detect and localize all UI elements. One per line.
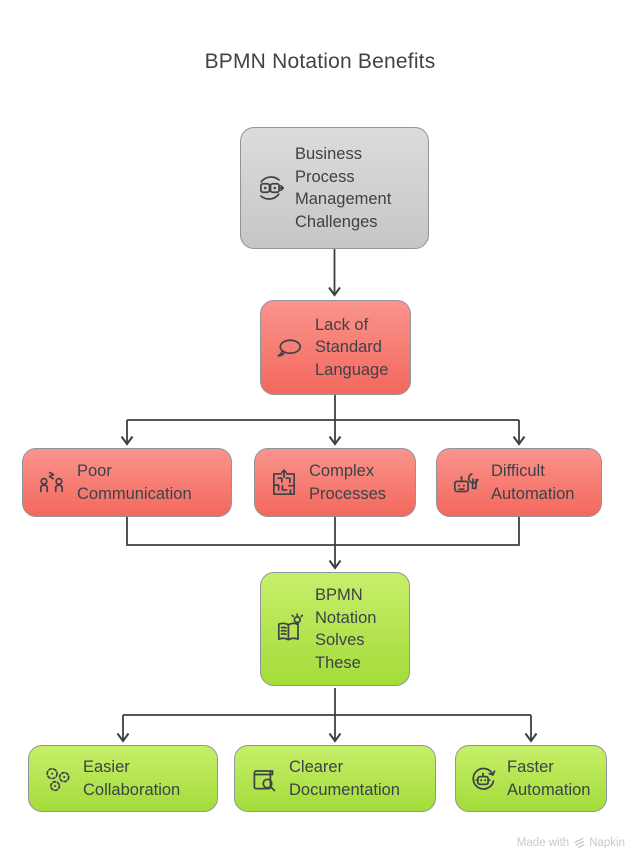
node-business-process-management-challenges: Business Process Management Challenges	[240, 127, 429, 249]
node-faster-automation: Faster Automation	[455, 745, 607, 812]
node-lack-of-standard-language: Lack of Standard Language	[260, 300, 411, 395]
document-search-icon	[248, 763, 280, 795]
speech-bubble-icon	[274, 332, 306, 364]
node-label: Complex Processes	[309, 462, 387, 503]
book-idea-icon	[274, 613, 306, 645]
node-label: Poor Communication	[77, 462, 192, 503]
watermark-brand: Napkin	[589, 837, 625, 849]
node-complex-processes: Complex Processes	[254, 448, 416, 517]
page-title: BPMN Notation Benefits	[204, 50, 436, 73]
made-with-napkin-watermark: Made with Napkin	[517, 837, 625, 849]
node-label: Faster Automation	[507, 758, 591, 799]
process-cycle-icon	[254, 172, 286, 204]
node-difficult-automation: Difficult Automation	[436, 448, 602, 517]
node-label: Difficult Automation	[491, 462, 575, 503]
people-conflict-icon	[36, 467, 68, 499]
maze-icon	[268, 467, 300, 499]
watermark-prefix: Made with	[516, 837, 570, 849]
gears-icon	[42, 763, 74, 795]
node-label: Business Process Management Challenges	[295, 145, 392, 231]
robot-refresh-icon	[467, 763, 499, 795]
node-easier-collaboration: Easier Collaboration	[28, 745, 218, 812]
robot-wrench-icon	[450, 467, 482, 499]
node-label: Clearer Documentation	[289, 758, 400, 799]
node-bpmn-notation-solves-these: BPMN Notation Solves These	[260, 572, 410, 686]
node-clearer-documentation: Clearer Documentation	[234, 745, 436, 812]
node-label: Lack of Standard Language	[315, 315, 389, 379]
node-label: Easier Collaboration	[83, 758, 181, 799]
node-poor-communication: Poor Communication	[22, 448, 232, 517]
node-label: BPMN Notation Solves These	[315, 586, 377, 672]
napkin-logo-icon	[574, 837, 585, 849]
